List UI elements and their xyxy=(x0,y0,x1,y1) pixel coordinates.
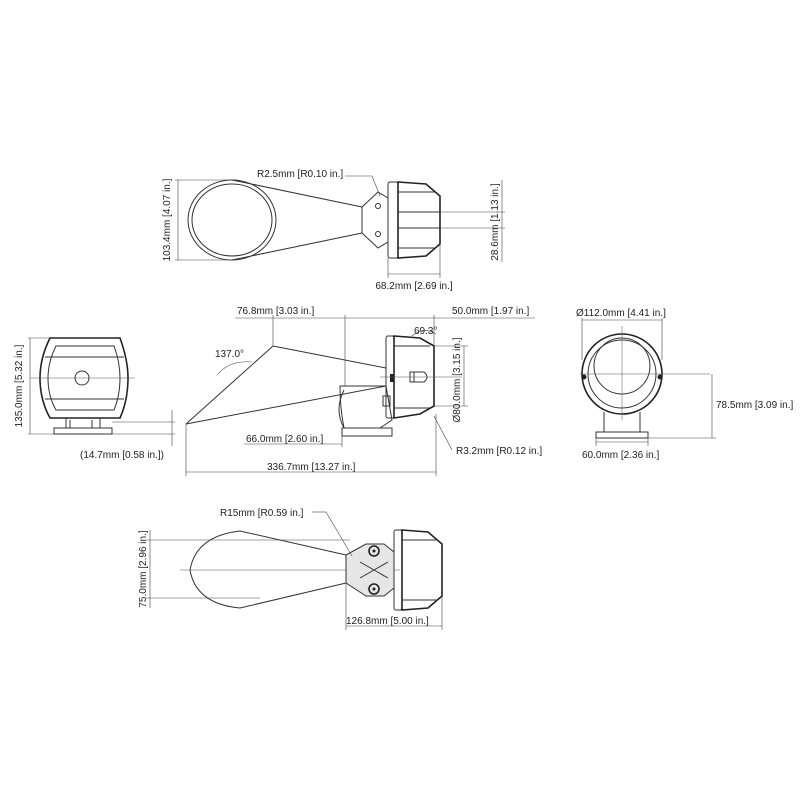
front-radius-leader xyxy=(433,415,453,451)
top-radius-leader xyxy=(371,175,381,197)
top-view: 103.4mm [4.07 in.] 68.2mm [2.69 in.] 28.… xyxy=(162,169,505,292)
bottom-bracket-dot xyxy=(372,549,376,553)
front-dia-label: Ø80.0mm [3.15 in.] xyxy=(452,337,463,422)
right-base-label: 60.0mm [2.36 in.] xyxy=(582,450,659,461)
front-base-label: 66.0mm [2.60 in.] xyxy=(246,434,323,445)
front-view: 76.8mm [3.03 in.] 50.0mm [1.97 in.] 69.3… xyxy=(185,306,542,476)
bottom-height-label: 75.0mm [2.96 in.] xyxy=(138,530,149,607)
top-bracket-hole xyxy=(375,203,381,209)
right-view: Ø112.0mm [4.41 in.] 78.5mm [3.09 in.] 60… xyxy=(576,308,793,461)
bottom-radius-label: R15mm [R0.59 in.] xyxy=(220,508,304,519)
top-arm xyxy=(231,179,363,261)
right-height-label: 78.5mm [3.09 in.] xyxy=(716,400,793,411)
front-arm-upper xyxy=(272,345,387,369)
front-arm-tip xyxy=(185,345,274,425)
front-angle-large-arc xyxy=(217,361,253,375)
side-left-view: 135.0mm [5.32 in.] (14.7mm [0.58 in.]) xyxy=(14,337,175,461)
side-head-outline xyxy=(39,337,129,419)
top-width-label: 68.2mm [2.69 in.] xyxy=(375,281,452,292)
side-support xyxy=(65,418,101,429)
top-paddle-inner xyxy=(191,183,273,257)
bottom-view: 75.0mm [2.96 in.] 126.8mm [5.00 in.] R15… xyxy=(138,508,443,630)
bottom-paddle xyxy=(189,530,347,609)
bottom-bracket-hole xyxy=(368,545,380,557)
bottom-width-label: 126.8mm [5.00 in.] xyxy=(346,616,429,627)
right-base xyxy=(595,431,649,439)
bottom-radius-leader xyxy=(325,511,353,557)
side-base xyxy=(53,427,113,435)
side-height-label: 135.0mm [5.32 in.] xyxy=(14,344,25,427)
front-mount-curve xyxy=(338,389,345,429)
bottom-bracket-hole xyxy=(368,583,380,595)
front-angle-large-label: 137.0° xyxy=(215,349,244,360)
top-bracket xyxy=(361,191,389,249)
top-paddle xyxy=(187,179,277,261)
front-lens xyxy=(409,371,428,383)
front-arm-lower xyxy=(185,385,387,425)
right-bolt xyxy=(581,374,587,380)
front-angle-small-label: 69.3° xyxy=(414,326,437,337)
right-dia-label: Ø112.0mm [4.41 in.] xyxy=(576,308,666,319)
bottom-bracket-rib xyxy=(359,561,389,579)
bottom-head-body xyxy=(401,529,443,611)
front-mount xyxy=(339,385,393,429)
top-bracket-hole xyxy=(375,231,381,237)
right-bolt xyxy=(657,374,663,380)
top-head-back xyxy=(387,181,399,259)
top-depth-label: 28.6mm [1.13 in.] xyxy=(490,183,501,260)
front-total-label: 336.7mm [13.27 in.] xyxy=(267,462,356,473)
top-head-body xyxy=(397,181,441,259)
front-base xyxy=(341,427,393,437)
bottom-bracket xyxy=(345,543,395,597)
front-radius-label: R3.2mm [R0.12 in.] xyxy=(456,446,542,457)
top-height-label: 103.4mm [4.07 in.] xyxy=(162,178,173,261)
front-switch xyxy=(390,374,394,382)
side-head-inner xyxy=(47,345,121,411)
front-head-label: 50.0mm [1.97 in.] xyxy=(452,306,529,317)
front-angle-small-arc xyxy=(411,330,437,337)
bottom-bracket-dot xyxy=(372,587,376,591)
top-radius-label: R2.5mm [R0.10 in.] xyxy=(257,169,343,180)
side-offset-label: (14.7mm [0.58 in.]) xyxy=(80,450,164,461)
front-arm-label: 76.8mm [3.03 in.] xyxy=(237,306,314,317)
